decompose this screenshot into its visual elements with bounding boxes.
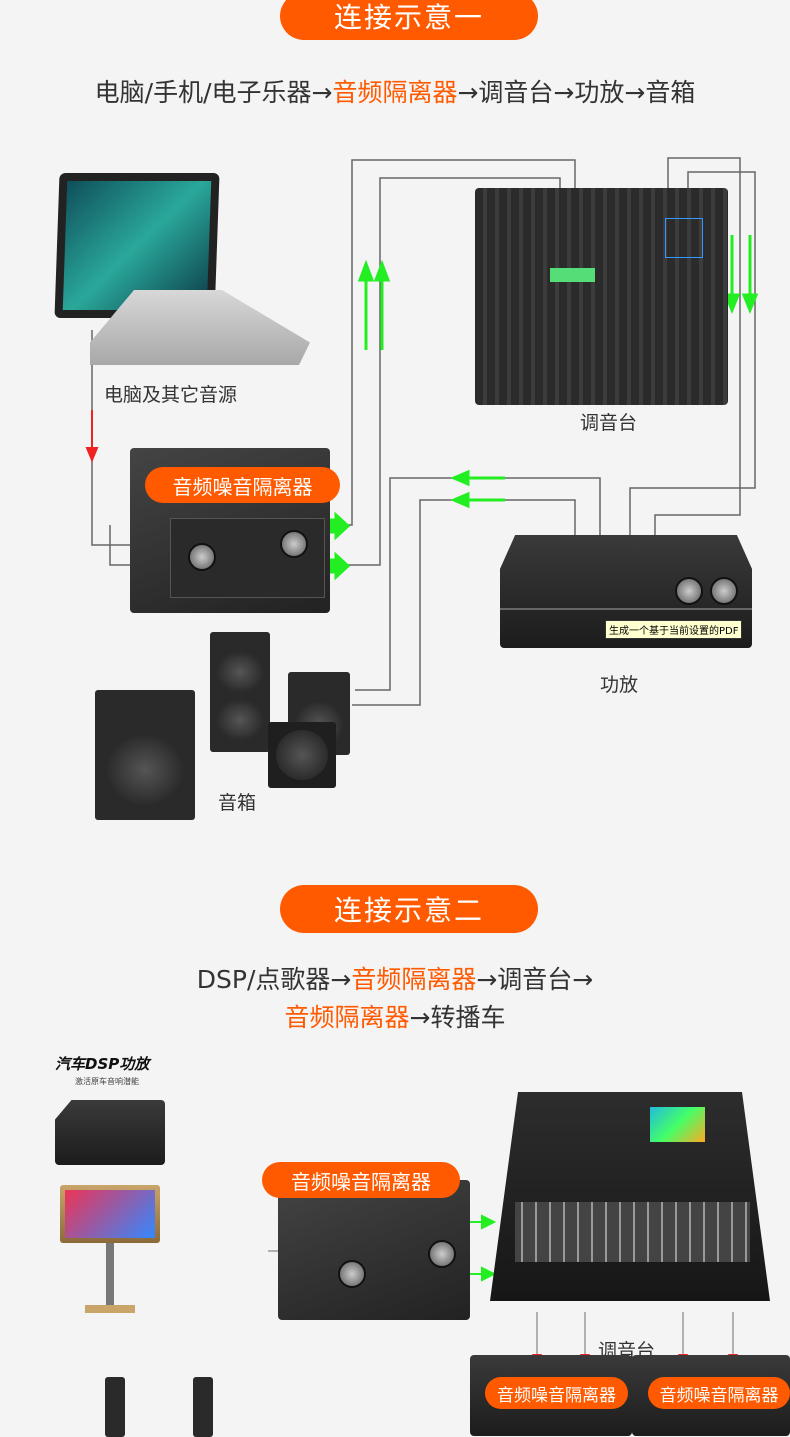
section2-title: 连接示意二 — [280, 885, 538, 933]
flow-post: →调音台→ — [476, 965, 594, 994]
flow-pre: 电脑/手机/电子乐器→ — [94, 78, 333, 107]
mixer-label: 调音台 — [580, 412, 638, 434]
isolator-image — [278, 1180, 470, 1320]
amp-label: 功放 — [600, 674, 639, 696]
speakers-label: 音箱 — [218, 792, 257, 814]
tooltip: 生成一个基于当前设置的PDF — [605, 620, 743, 639]
mixer-screen — [650, 1107, 705, 1142]
column-speaker-image — [193, 1377, 213, 1437]
flow-highlight: 音频隔离器 — [351, 965, 477, 994]
column-speaker-image — [105, 1377, 125, 1437]
mixer-image — [475, 188, 728, 405]
isolator-label: 音频噪音隔离器 — [145, 467, 340, 503]
isolator-label: 音频噪音隔离器 — [485, 1377, 628, 1409]
mixer-display — [550, 268, 595, 282]
flow-pre: DSP/点歌器→ — [196, 965, 352, 994]
car-dsp-title: 汽车DSP功放 — [55, 1055, 150, 1073]
section1-flow: 电脑/手机/电子乐器→音频隔离器→调音台→功放→音箱 — [0, 73, 790, 109]
flow-highlight: 音频隔离器 — [332, 78, 458, 107]
subwoofer-image — [268, 722, 336, 788]
car-dsp-image — [55, 1100, 165, 1165]
flow-highlight: 音频隔离器 — [284, 1003, 410, 1032]
flow-post: →转播车 — [409, 1003, 506, 1032]
isolator-label: 音频噪音隔离器 — [262, 1162, 460, 1198]
isolator-label: 音频噪音隔离器 — [648, 1377, 790, 1409]
ktv-stand-image — [60, 1185, 160, 1315]
car-dsp-subtitle: 激活原车音响潜能 — [75, 1077, 139, 1086]
digital-mixer-image — [490, 1092, 770, 1301]
flow-post: →调音台→功放→音箱 — [457, 78, 696, 107]
section1-title: 连接示意一 — [280, 0, 538, 40]
section2-flow-line1: DSP/点歌器→音频隔离器→调音台→ — [0, 960, 790, 996]
computer-label: 电脑及其它音源 — [104, 384, 238, 406]
speaker-image — [210, 632, 270, 752]
speaker-image — [95, 690, 195, 820]
section2-flow-line2: 音频隔离器→转播车 — [0, 998, 790, 1034]
